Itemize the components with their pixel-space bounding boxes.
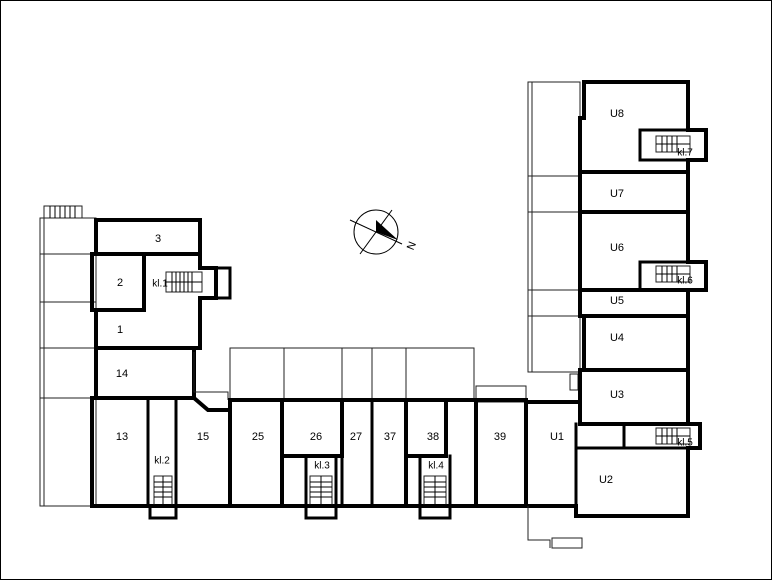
stair-kl5-label: kl.5 (677, 438, 693, 449)
stair-kl1-label: kl.1 (152, 279, 168, 290)
unit-25-label: 25 (252, 431, 264, 443)
unit-13-label: 13 (116, 431, 128, 443)
stair-kl6 (655, 265, 691, 283)
stair-kl2-label: kl.2 (154, 456, 170, 467)
compass-rose: N (349, 209, 419, 255)
unit-3-label: 3 (155, 233, 161, 245)
stair-kl5 (655, 427, 691, 445)
stair-kl1 (165, 271, 203, 293)
unit-14-label: 14 (116, 368, 128, 380)
unit-2-label: 2 (117, 277, 123, 289)
unit-u8-label: U8 (610, 108, 624, 120)
unit-u5-label: U5 (610, 295, 624, 307)
stair-kl4-label: kl.4 (428, 461, 444, 472)
east-wing (524, 80, 708, 549)
stair-kl7-label: kl.7 (677, 148, 693, 159)
south-wing (228, 398, 528, 508)
unit-u4-label: U4 (610, 332, 624, 344)
unit-labels: 3 2 1 14 13 15 25 26 27 37 38 39 U1 U2 U… (116, 108, 624, 486)
stair-labels: kl.1 kl.2 kl.3 kl.4 kl.5 kl.6 kl.7 (152, 148, 693, 472)
unit-27-label: 27 (350, 431, 362, 443)
unit-1-label: 1 (117, 324, 123, 336)
stair-kl6-label: kl.6 (677, 276, 693, 287)
west-balconies (39, 217, 97, 507)
unit-39-label: 39 (494, 431, 506, 443)
east-terraces (527, 81, 581, 391)
unit-38-label: 38 (427, 431, 439, 443)
unit-u2-label: U2 (599, 474, 613, 486)
stair-kl7 (655, 135, 691, 153)
unit-u6-label: U6 (610, 242, 624, 254)
stair-kl3 (304, 454, 338, 520)
south-terraces (229, 347, 527, 403)
unit-37-label: 37 (384, 431, 396, 443)
top-left-steps (43, 205, 83, 219)
unit-26-label: 26 (310, 431, 322, 443)
unit-u1-label: U1 (550, 431, 564, 443)
compass-north-label: N (405, 240, 419, 252)
unit-u3-label: U3 (610, 389, 624, 401)
stair-kl4 (418, 454, 452, 520)
stair-kl2 (148, 475, 178, 520)
unit-15-label: 15 (197, 431, 209, 443)
stair-kl3-label: kl.3 (314, 461, 330, 472)
unit-u7-label: U7 (610, 188, 624, 200)
